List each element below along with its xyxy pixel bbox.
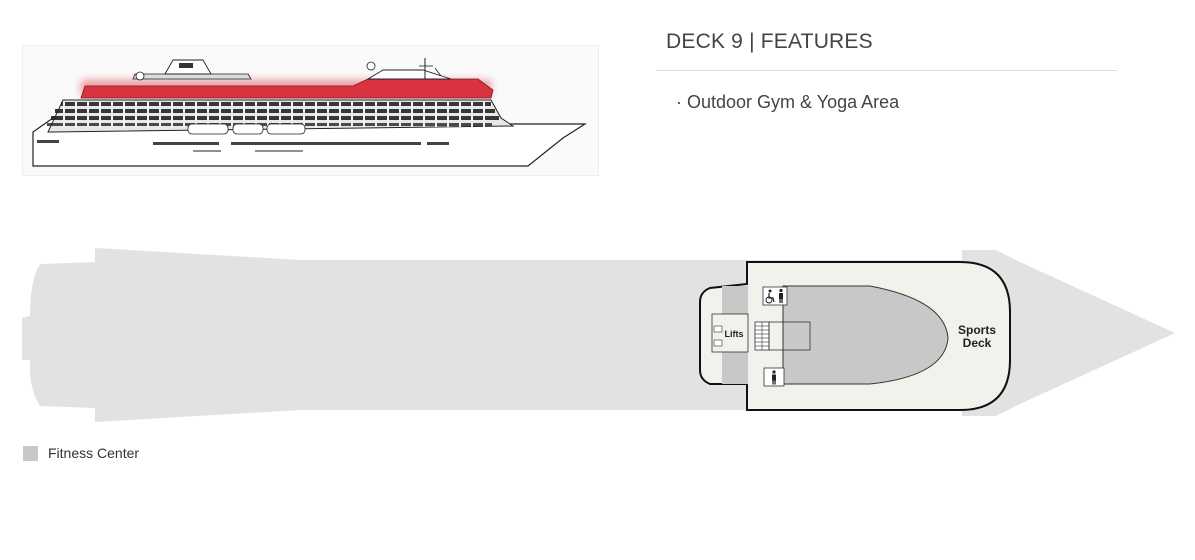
legend: Fitness Center [23, 445, 139, 461]
ship-profile-image [22, 45, 599, 176]
ship-profile-drawing [32, 58, 588, 167]
sports-deck-label-line2: Deck [963, 336, 992, 350]
restroom-icon [763, 367, 785, 387]
features-list: · Outdoor Gym & Yoga Area [676, 92, 899, 113]
page-title: DECK 9 | FEATURES [666, 30, 873, 53]
deck-plan: Lifts Sports Deck [22, 248, 1175, 422]
legend-swatch-fitness [23, 445, 38, 461]
lifeboats [187, 123, 306, 135]
legend-label-fitness: Fitness Center [48, 445, 140, 461]
feature-item: · Outdoor Gym & Yoga Area [676, 92, 900, 112]
sports-deck-label-line1: Sports [958, 323, 996, 337]
fitness-center-area [782, 285, 949, 385]
title-divider [656, 70, 1117, 71]
accessible-restroom-icon [762, 286, 788, 306]
staircase-icon [754, 321, 811, 351]
lifts-label: Lifts [725, 329, 744, 339]
